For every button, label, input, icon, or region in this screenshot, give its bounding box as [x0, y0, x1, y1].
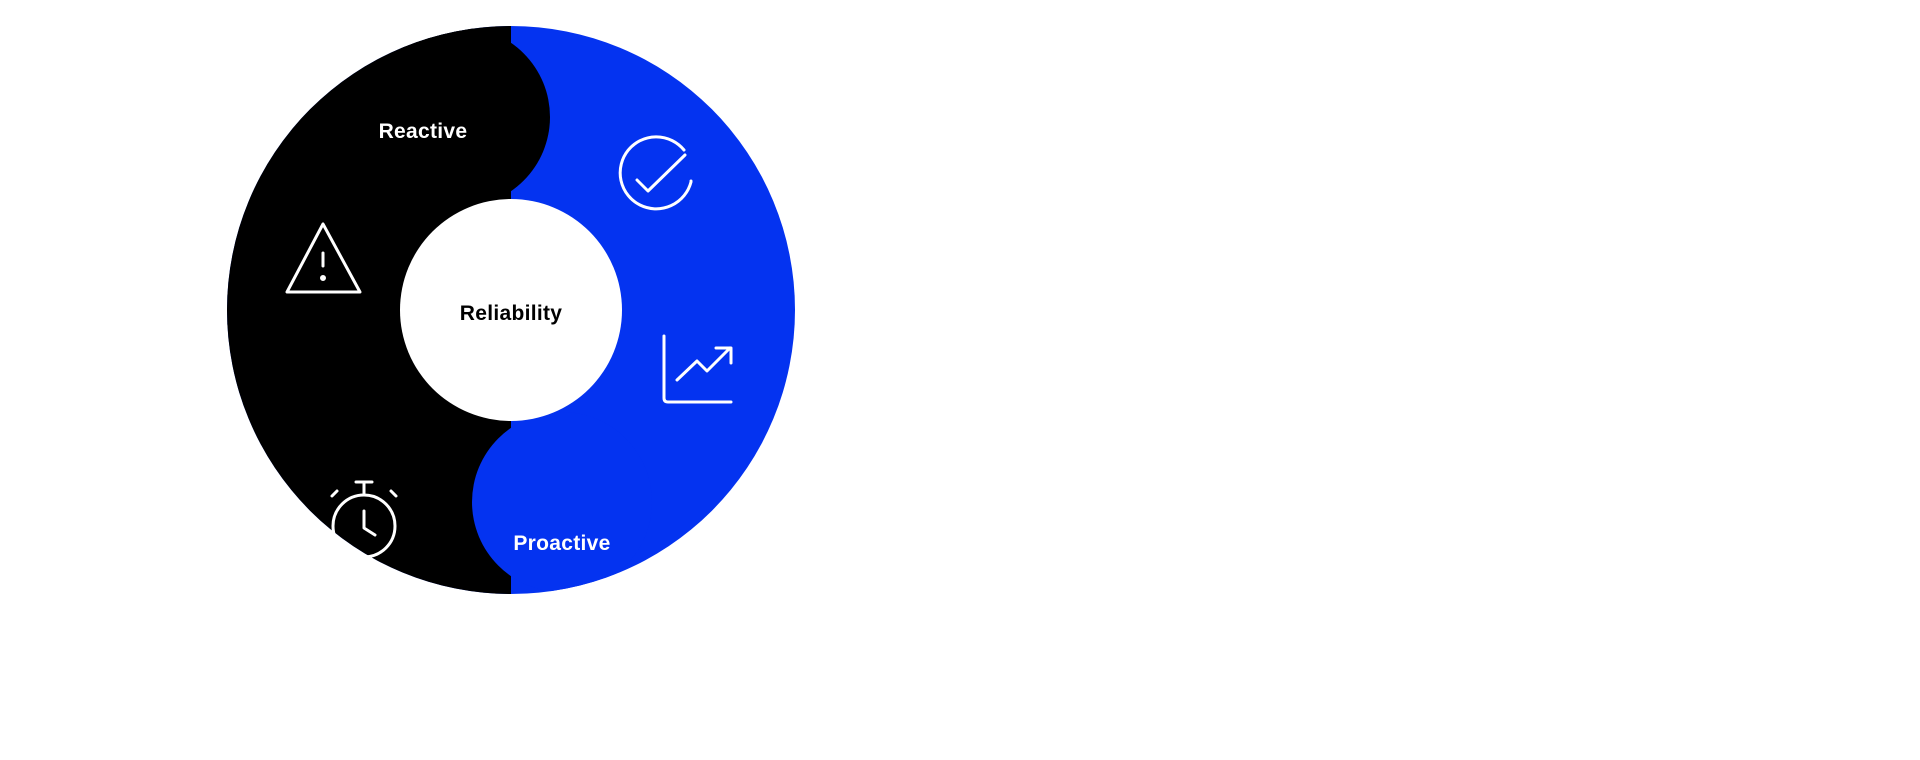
- center-circle: [400, 199, 622, 421]
- reactive-label: Reactive: [379, 120, 468, 143]
- proactive-label: Proactive: [513, 532, 610, 555]
- stopwatch-icon: [330, 480, 398, 559]
- warning-triangle-icon: [285, 222, 362, 294]
- check-circle-icon: [618, 135, 693, 211]
- center-label: Reliability: [460, 302, 563, 325]
- reactive-lobe: [370, 27, 550, 207]
- trending-up-chart-icon: [662, 334, 733, 404]
- proactive-lobe: [472, 412, 652, 592]
